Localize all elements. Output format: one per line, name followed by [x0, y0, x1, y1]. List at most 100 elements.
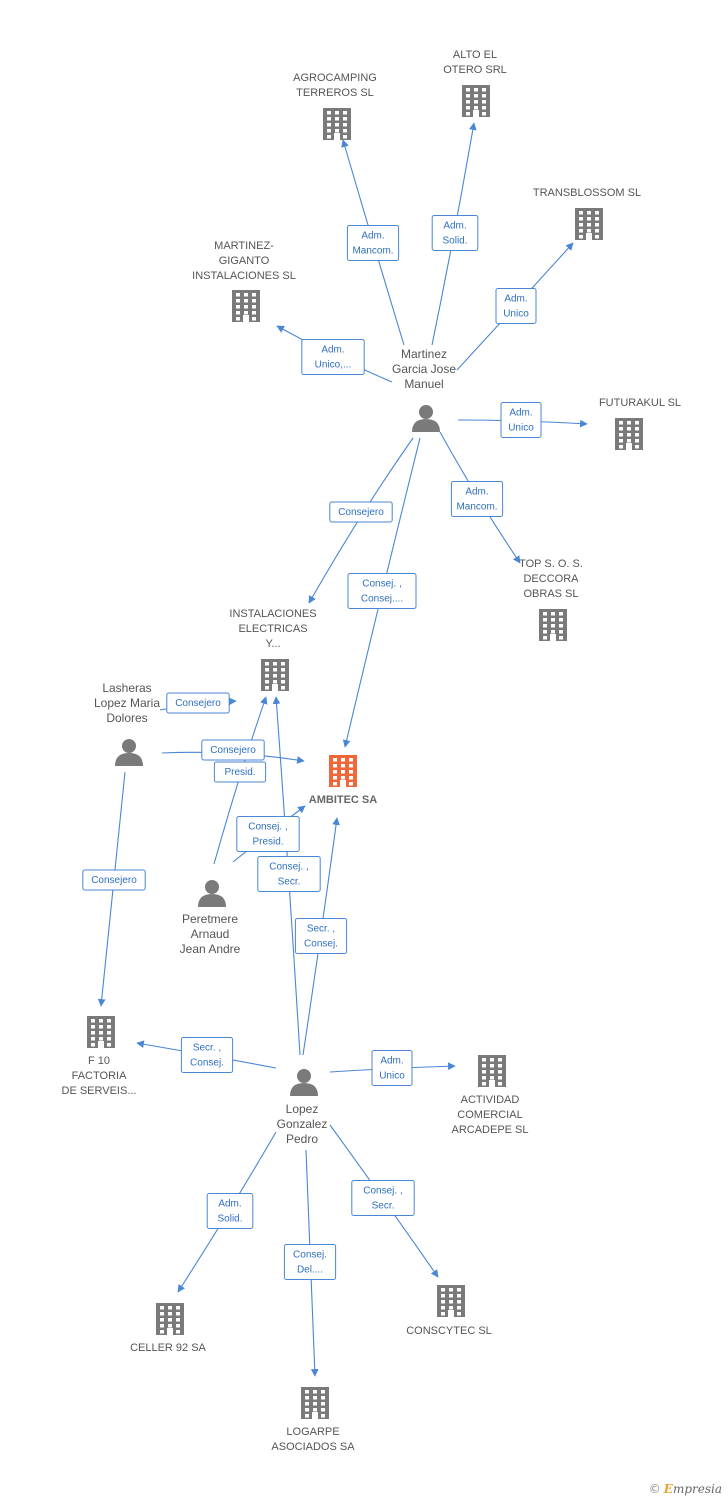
person-head: [205, 880, 219, 894]
relation-label-box: [213, 761, 267, 783]
relation-label[interactable]: Adm.Unico: [371, 1050, 413, 1086]
relation-label[interactable]: Adm.Mancom.: [346, 225, 400, 261]
building-window: [305, 1408, 309, 1412]
building-window: [341, 770, 345, 774]
building-window: [107, 1019, 111, 1023]
node-transblossom[interactable]: TRANSBLOSSOM SL: [533, 187, 641, 240]
building-window: [441, 1300, 445, 1304]
building-window: [244, 311, 248, 315]
building-window: [466, 112, 470, 116]
building-window: [91, 1037, 95, 1041]
relation-label[interactable]: Consej.Del....: [283, 1244, 337, 1280]
building-window: [313, 1390, 317, 1394]
relation-label[interactable]: Adm.Solid.: [206, 1193, 254, 1229]
node-celler[interactable]: CELLER 92 SA: [130, 1303, 207, 1354]
relation-label[interactable]: Consejero: [166, 692, 230, 714]
relation-label[interactable]: Secr. ,Consej.: [180, 1037, 234, 1073]
building-window: [244, 305, 248, 309]
relation-label-box: [206, 1193, 254, 1229]
building-window: [482, 88, 486, 92]
relation-label[interactable]: Adm.Unico,...: [301, 339, 365, 375]
building-window: [313, 1396, 317, 1400]
building-window: [595, 211, 599, 215]
relation-label[interactable]: Consej. ,Secr.: [351, 1180, 415, 1216]
person-head: [297, 1069, 311, 1083]
building-window: [619, 439, 623, 443]
building-window: [236, 311, 240, 315]
relation-label[interactable]: Consejero: [82, 869, 146, 891]
relation-label[interactable]: Consej. ,Secr.: [257, 856, 321, 892]
building-window: [449, 1306, 453, 1310]
building-window: [441, 1294, 445, 1298]
relation-label[interactable]: Adm.Unico: [495, 288, 537, 324]
building-window: [333, 782, 337, 786]
building-window: [168, 1306, 172, 1310]
building-window: [498, 1058, 502, 1062]
relation-label-text: Consejero: [338, 507, 384, 518]
relation-label-box: [431, 215, 479, 251]
building-door: [243, 315, 249, 322]
building-window: [595, 235, 599, 239]
relation-label[interactable]: Adm.Solid.: [431, 215, 479, 251]
building-window: [482, 1076, 486, 1080]
node-ambitec[interactable]: AMBITEC SA: [309, 755, 378, 806]
building-window: [457, 1294, 461, 1298]
relation-label[interactable]: Presid.: [213, 761, 267, 783]
building-window: [176, 1312, 180, 1316]
building-door: [448, 1310, 454, 1317]
building-window: [587, 229, 591, 233]
relation-label[interactable]: Secr. ,Consej.: [294, 918, 348, 954]
building-icon: [615, 418, 643, 450]
building-window: [482, 1082, 486, 1086]
building-window: [281, 674, 285, 678]
person-icon: [198, 880, 226, 907]
brand-initial: E: [663, 1482, 673, 1496]
building-window: [466, 106, 470, 110]
building-door: [98, 1041, 104, 1048]
building-window: [551, 612, 555, 616]
relation-label[interactable]: Consej. ,Presid.: [236, 816, 300, 852]
building-window: [482, 112, 486, 116]
building-window: [305, 1390, 309, 1394]
building-window: [327, 123, 331, 127]
building-window: [305, 1414, 309, 1418]
relation-label[interactable]: Consejero: [329, 501, 393, 523]
relation-label[interactable]: Consej. ,Consej....: [347, 573, 417, 609]
node-conscytec[interactable]: CONSCYTEC SL: [406, 1285, 492, 1337]
node-label: FUTURAKUL SL: [599, 397, 681, 409]
building-window: [244, 299, 248, 303]
building-window: [627, 421, 631, 425]
building-window: [579, 211, 583, 215]
building-window: [474, 106, 478, 110]
relation-label-box: [301, 339, 365, 375]
building-window: [335, 117, 339, 121]
relation-label-text: Presid.: [224, 767, 255, 778]
building-icon: [575, 208, 603, 240]
building-window: [335, 129, 339, 133]
person-body: [115, 753, 143, 766]
building-window: [176, 1318, 180, 1322]
building-window: [482, 94, 486, 98]
relation-label[interactable]: Adm.Unico: [500, 402, 542, 438]
building-icon: [437, 1285, 465, 1317]
building-window: [579, 229, 583, 233]
node-futurakul[interactable]: FUTURAKUL SL: [599, 397, 681, 450]
relation-label-box: [294, 918, 348, 954]
relation-label[interactable]: Consejero: [201, 739, 265, 761]
building-door: [167, 1328, 173, 1335]
building-window: [543, 612, 547, 616]
relation-label[interactable]: Adm.Mancom.: [450, 481, 504, 517]
